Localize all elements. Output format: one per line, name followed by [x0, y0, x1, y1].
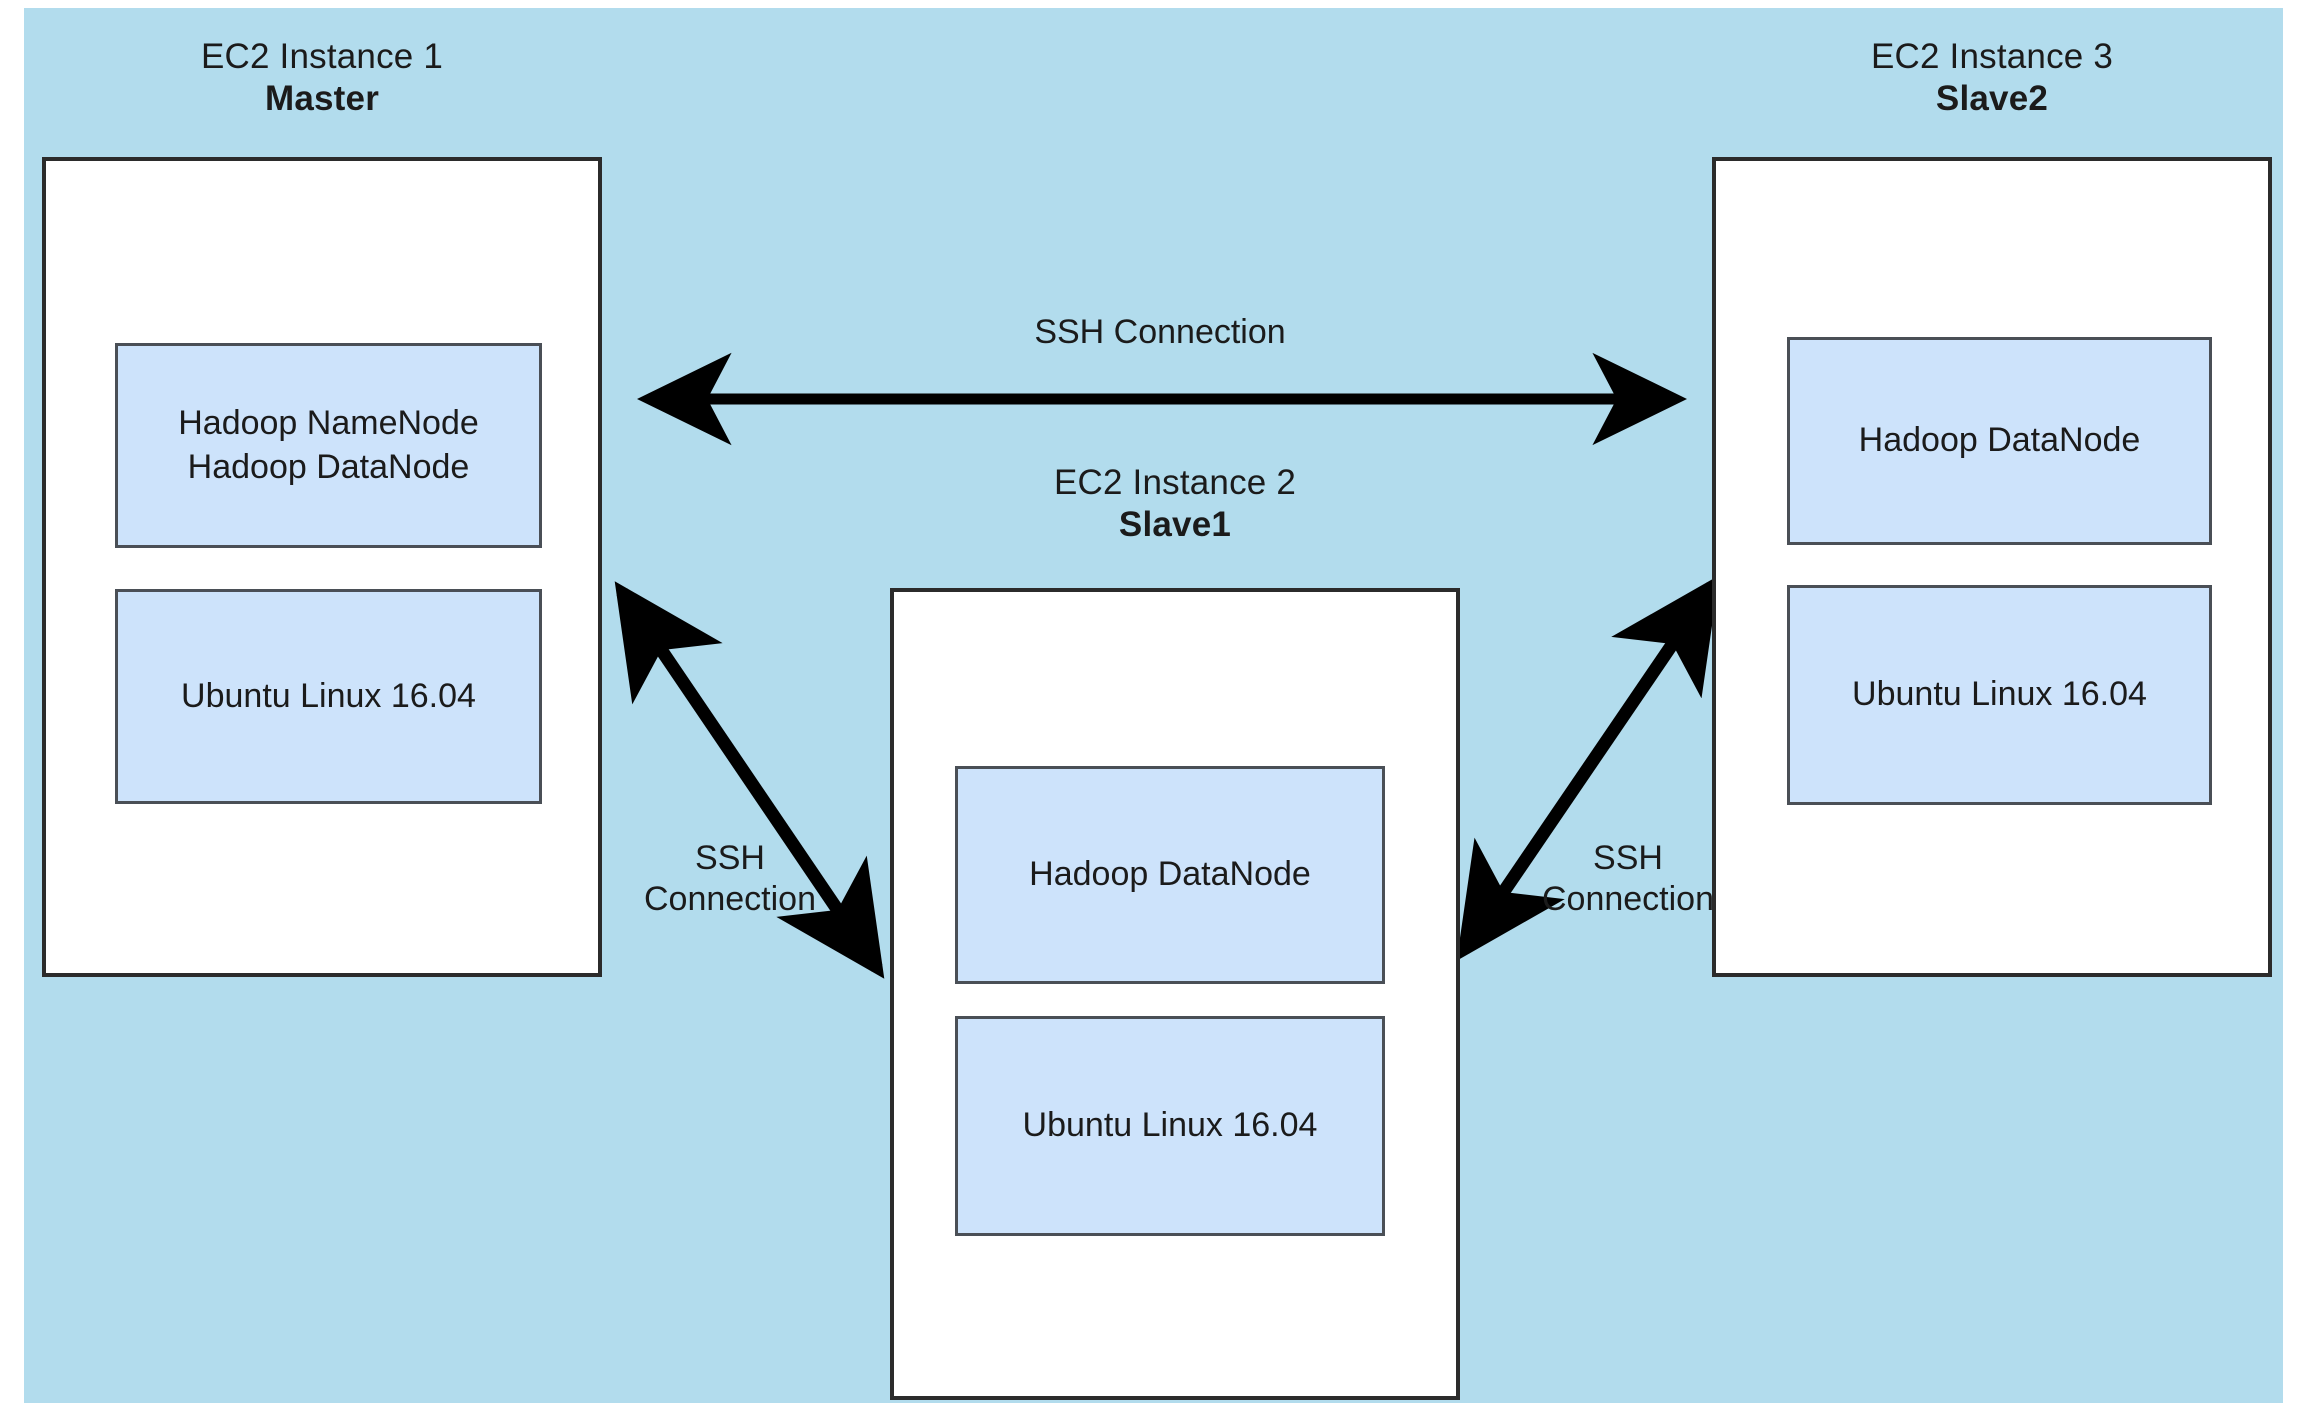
connector-label-slave1-slave2: SSH Connection — [1541, 839, 1714, 919]
connector-label-master-slave1: SSH Connection — [643, 839, 816, 919]
component-master-hadoop[interactable]: Hadoop NameNode Hadoop DataNode — [115, 343, 542, 548]
instance-caption-line2: Slave1 — [1118, 505, 1232, 544]
component-master-os[interactable]: Ubuntu Linux 16.04 — [115, 589, 542, 804]
instance-caption-line1: EC2 Instance 3 — [1870, 37, 2114, 76]
instance-caption-line1: EC2 Instance 1 — [200, 37, 444, 76]
component-label: Hadoop NameNode Hadoop DataNode — [178, 403, 479, 486]
instance-caption-line1: EC2 Instance 2 — [1053, 463, 1297, 502]
component-slave2-hadoop[interactable]: Hadoop DataNode — [1787, 337, 2212, 545]
component-label: Hadoop DataNode — [1858, 421, 2141, 460]
connector-label-master-slave2: SSH Connection — [1034, 313, 1286, 351]
component-label: Ubuntu Linux 16.04 — [1022, 1106, 1318, 1145]
component-slave2-os[interactable]: Ubuntu Linux 16.04 — [1787, 585, 2212, 805]
component-label: Hadoop DataNode — [1029, 855, 1311, 894]
instance-caption-line2: Slave2 — [1935, 79, 2049, 118]
instance-caption-line2: Master — [264, 79, 380, 118]
instance-box-slave2[interactable] — [1712, 157, 2272, 977]
component-slave1-os[interactable]: Ubuntu Linux 16.04 — [955, 1016, 1385, 1236]
instance-box-master[interactable] — [42, 157, 602, 977]
component-slave1-hadoop[interactable]: Hadoop DataNode — [955, 766, 1385, 984]
component-label: Ubuntu Linux 16.04 — [1852, 675, 2147, 714]
instance-caption-slave2: EC2 Instance 3 Slave2 — [1712, 36, 2272, 120]
instance-caption-slave1: EC2 Instance 2 Slave1 — [890, 462, 1460, 546]
component-label: Ubuntu Linux 16.04 — [181, 676, 476, 715]
instance-box-slave1[interactable] — [890, 588, 1460, 1400]
instance-caption-master: EC2 Instance 1 Master — [42, 36, 602, 120]
